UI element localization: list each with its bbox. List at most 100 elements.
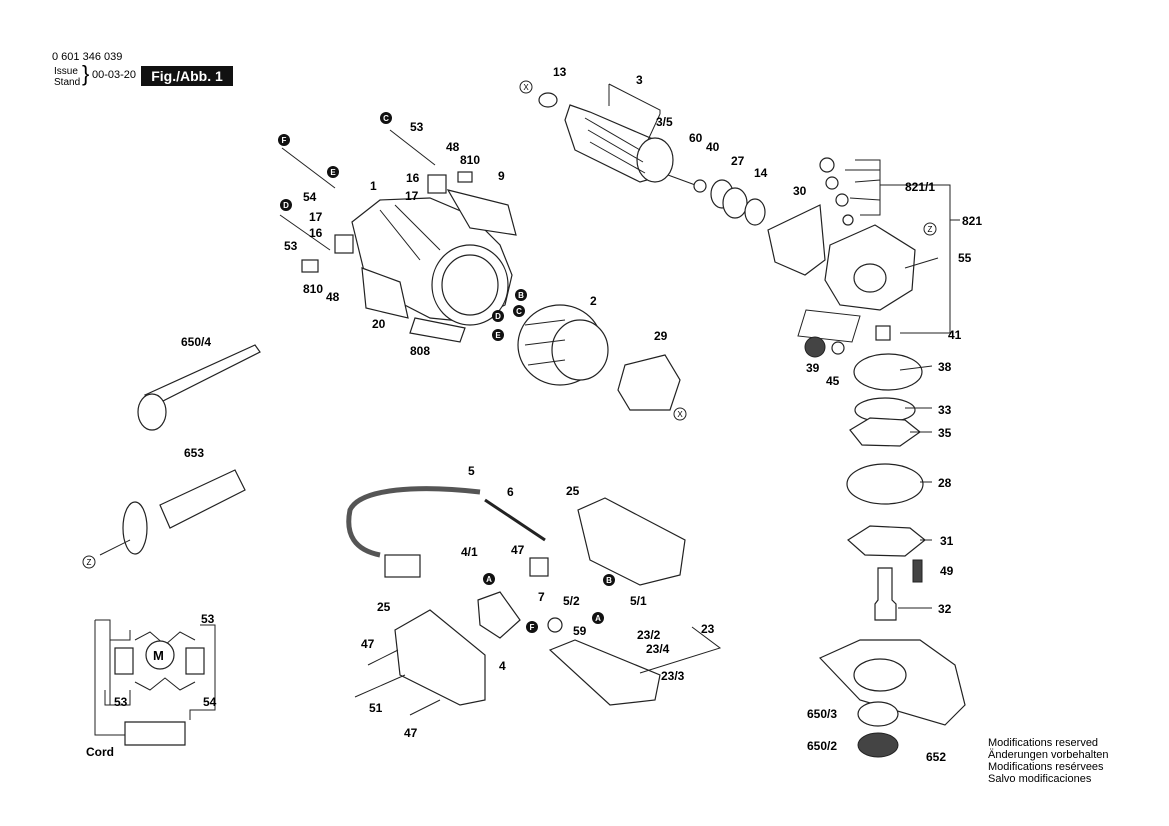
callout-e-2: E (492, 329, 504, 341)
issue-date: 00-03-20 (92, 69, 137, 81)
svg-text:D: D (495, 312, 501, 321)
ring-27 (722, 187, 748, 219)
part-number: 38 (938, 360, 952, 374)
callout-b-2: B (603, 574, 615, 586)
issue-brace: } (82, 61, 90, 86)
part-number: 48 (446, 140, 460, 154)
bearing-flange-28 (846, 463, 924, 505)
callout-a-2: A (592, 612, 604, 624)
cord-clamp-7 (529, 557, 549, 577)
callout-c-1: C (380, 112, 392, 124)
svg-text:C: C (516, 307, 522, 316)
part-number: 53 (410, 120, 424, 134)
part-number: 810 (460, 153, 480, 167)
svg-text:B: B (518, 291, 524, 300)
mark-z-1: Z (923, 222, 937, 236)
svg-text:E: E (330, 168, 336, 177)
part-number: 5/1 (630, 594, 647, 608)
part-number: 650/4 (181, 335, 211, 349)
svg-text:F: F (282, 136, 287, 145)
brush-cover-810 (301, 259, 319, 273)
svg-text:X: X (523, 83, 529, 92)
part-number: 6 (507, 485, 514, 499)
part-number: 49 (940, 564, 954, 578)
part-number: 33 (938, 403, 952, 417)
svg-text:D: D (283, 201, 289, 210)
suppressor-59 (547, 617, 563, 633)
part-number: 808 (410, 344, 430, 358)
part-number: 821 (962, 214, 982, 228)
callout-f-1: F (278, 134, 290, 146)
sleeve-20 (361, 267, 409, 319)
part-number: 3 (636, 73, 643, 87)
callout-d-2: D (492, 310, 504, 322)
gear-38 (853, 353, 923, 391)
part-number: 5/2 (563, 594, 580, 608)
part-number: 14 (754, 166, 768, 180)
callout-b-1: B (515, 289, 527, 301)
svg-text:F: F (530, 623, 535, 632)
bearing-14 (744, 198, 766, 226)
callout-a-1: A (483, 573, 495, 585)
part-number: 31 (940, 534, 954, 548)
lead-54 (281, 147, 336, 189)
note-line: Modifications resérvees (988, 761, 1104, 773)
part-number: 652 (926, 750, 946, 764)
nut-650-2 (857, 732, 899, 758)
note-line: Salvo modificaciones (988, 773, 1092, 785)
screw-51 (354, 674, 406, 698)
wiring-motor-label: M (153, 648, 164, 663)
part-number: 47 (404, 726, 418, 740)
brush-cover-810-top (457, 171, 473, 183)
mark-x-2: X (673, 407, 687, 421)
part-number: 59 (573, 624, 587, 638)
screw-55 (904, 257, 939, 269)
ring-45 (831, 341, 845, 355)
armature (538, 92, 699, 187)
plate-35 (849, 417, 922, 447)
spanner (137, 344, 261, 431)
svg-text:B: B (606, 576, 612, 585)
wiring-brush-label: 53 (201, 612, 215, 626)
auxiliary-handle (99, 469, 246, 556)
part-number: 16 (309, 226, 323, 240)
flange-650-3 (857, 701, 899, 727)
note-line: Änderungen vorbehalten (988, 749, 1109, 761)
pinion-39 (804, 336, 826, 358)
part-number: 53 (284, 239, 298, 253)
screw-47-b (409, 699, 441, 716)
part-number: 20 (372, 317, 386, 331)
lead-53-left (279, 214, 331, 251)
part-number: 27 (731, 154, 745, 168)
note-line: Modifications reserved (988, 737, 1099, 749)
part-number: 55 (958, 251, 972, 265)
lead-53-top (389, 129, 436, 166)
stator (517, 304, 609, 386)
part-number: 54 (303, 190, 317, 204)
part-number: 23 (701, 622, 715, 636)
part-number: 41 (948, 328, 962, 342)
label-808 (409, 317, 466, 343)
callout-e-1: E (327, 166, 339, 178)
figure-label: Fig./Abb. 1 (141, 66, 233, 86)
brush-holder-top (427, 174, 447, 194)
svg-text:Z: Z (928, 225, 933, 234)
svg-text:C: C (383, 114, 389, 123)
power-cord (346, 486, 546, 578)
trigger-23 (548, 639, 661, 706)
svg-text:A: A (595, 614, 601, 623)
part-number: 47 (511, 543, 525, 557)
callout-d-1: D (280, 199, 292, 211)
svg-text:Z: Z (87, 558, 92, 567)
handle-half-upper (577, 497, 686, 586)
wheel-guard (818, 639, 966, 726)
part-numbers: 13 3 3/5 60 40 27 14 30 821/1 821 55 41 … (86, 65, 982, 764)
mark-z-2: Z (82, 555, 96, 569)
part-number: 3/5 (656, 115, 673, 129)
part-number: 60 (689, 131, 703, 145)
modifications-notice: Modifications reserved Änderungen vorbeh… (988, 737, 1108, 785)
part-number: 23/2 (637, 628, 661, 642)
handle-half-lower (394, 609, 486, 706)
part-number: 7 (538, 590, 545, 604)
